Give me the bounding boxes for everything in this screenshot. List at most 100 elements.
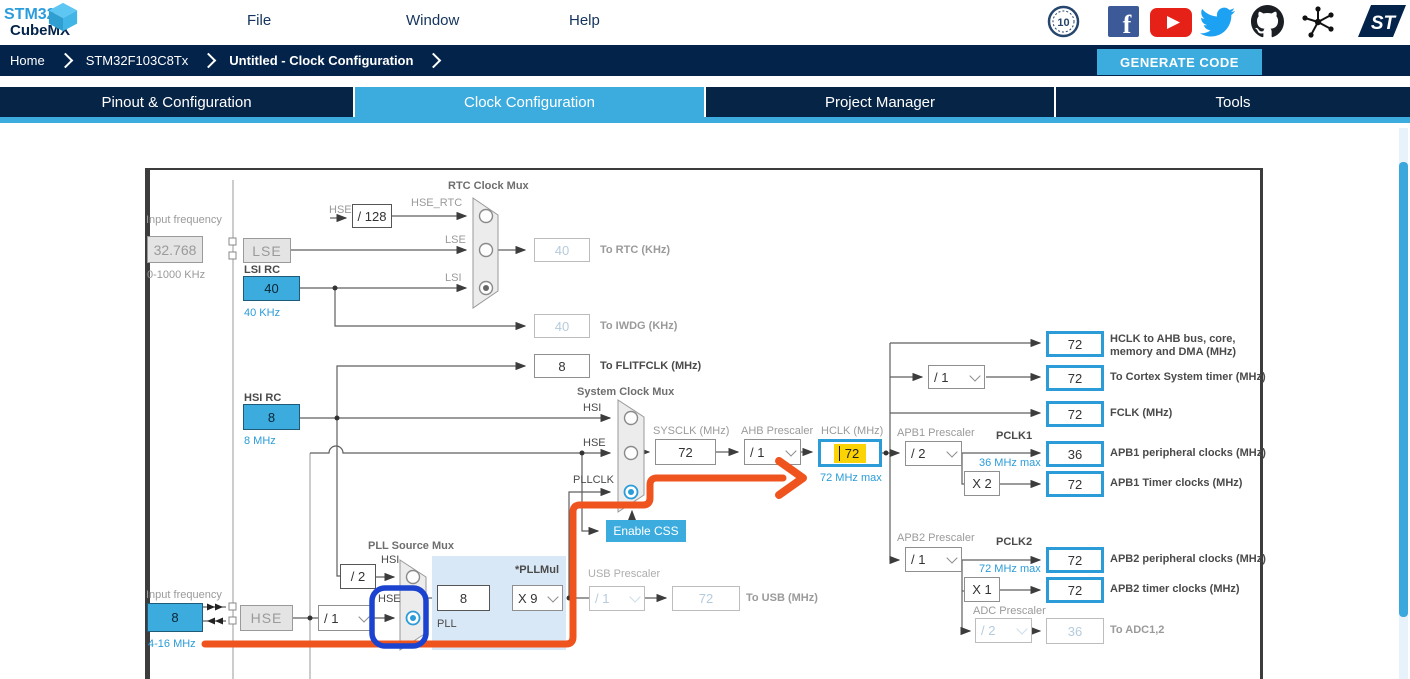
- radio-hse-rtc[interactable]: [478, 208, 494, 224]
- hse-prediv-value: / 1: [324, 610, 339, 626]
- active-tab-underline: [0, 117, 1410, 123]
- menu-window[interactable]: Window: [406, 12, 460, 29]
- apb2-prescaler-value: / 1: [911, 552, 926, 567]
- radio-hse[interactable]: [623, 445, 639, 461]
- enable-css-button[interactable]: Enable CSS: [606, 520, 686, 542]
- st-logo-icon[interactable]: ST: [1356, 2, 1408, 40]
- system-clock-mux: [617, 399, 645, 513]
- lsi-rc-title: LSI RC: [244, 264, 281, 276]
- adc-label: To ADC1,2: [1110, 624, 1165, 636]
- fclk-value-box[interactable]: 72: [1046, 401, 1104, 427]
- sysmux-pllclk-label: PLLCLK: [573, 474, 614, 486]
- apb1-peripheral-label: APB1 peripheral clocks (MHz): [1110, 447, 1266, 459]
- menu-help[interactable]: Help: [569, 12, 600, 29]
- to-rtc-label: To RTC (KHz): [600, 244, 671, 256]
- rtc-clock-mux-title: RTC Clock Mux: [448, 180, 529, 192]
- to-flitfclk-label: To FLITFCLK (MHz): [600, 360, 702, 372]
- cortex-timer-value-box[interactable]: 72: [1046, 365, 1104, 391]
- svg-text:f: f: [1123, 10, 1132, 37]
- rtc-hse-label: HSE: [329, 204, 352, 216]
- apb1-prescaler-dropdown[interactable]: / 2: [905, 441, 962, 466]
- apb2-peripheral-value-box[interactable]: 72: [1046, 547, 1104, 573]
- apb1-timer-value-box[interactable]: 72: [1046, 471, 1104, 497]
- radio-lse[interactable]: [478, 242, 494, 258]
- hclk-label: HCLK (MHz): [821, 425, 884, 437]
- sysclk-value-box[interactable]: 72: [655, 439, 716, 465]
- breadcrumb-mcu[interactable]: STM32F103C8Tx: [85, 53, 189, 68]
- apb1-timer-label: APB1 Timer clocks (MHz): [1110, 477, 1243, 489]
- pclk1-max-label: 36 MHz max: [979, 457, 1041, 469]
- pllmul-dropdown[interactable]: X 9: [512, 585, 563, 611]
- tab-project-manager[interactable]: Project Manager: [706, 87, 1054, 117]
- pclk2-label: PCLK2: [996, 536, 1033, 548]
- menu-file[interactable]: File: [247, 12, 272, 29]
- vertical-scrollbar-thumb[interactable]: [1399, 162, 1408, 617]
- hse-input-frequency-field[interactable]: 8: [147, 603, 203, 632]
- ahb-prescaler-dropdown[interactable]: / 1: [744, 439, 801, 465]
- hclk-ahb-label-1: HCLK to AHB bus, core,: [1110, 333, 1236, 345]
- hsi-rc-title: HSI RC: [244, 392, 282, 404]
- adc-prescaler-label: ADC Prescaler: [973, 605, 1046, 617]
- pclk1-label: PCLK1: [996, 430, 1033, 442]
- hclk-ahb-value-box[interactable]: 72: [1046, 331, 1104, 357]
- sysmux-hse-label: HSE: [583, 437, 606, 449]
- node-graph-icon[interactable]: [1300, 4, 1336, 40]
- lse-osc-box[interactable]: LSE: [243, 238, 291, 263]
- to-iwdg-value-box[interactable]: 40: [534, 314, 590, 338]
- diagram-border-top: [145, 168, 1263, 170]
- adc-prescaler-value: / 2: [981, 623, 996, 638]
- hse-prediv-dropdown[interactable]: / 1: [318, 605, 374, 631]
- diagram-border-right: [1260, 168, 1263, 679]
- generate-code-button[interactable]: GENERATE CODE: [1097, 49, 1262, 75]
- pllmul-value: X 9: [518, 590, 538, 606]
- apb2-timer-mult-box: X 1: [964, 577, 1000, 602]
- ten-years-badge-icon[interactable]: 10: [1047, 5, 1080, 38]
- apb1-peripheral-value-box[interactable]: 36: [1046, 441, 1104, 467]
- hclk-max-label: 72 MHz max: [820, 472, 882, 484]
- hclk-ahb-label-2: memory and DMA (MHz): [1110, 346, 1237, 358]
- cortex-prescaler-dropdown[interactable]: / 1: [928, 365, 985, 389]
- apb1-prescaler-label: APB1 Prescaler: [897, 427, 975, 439]
- lse-range-label: 0-1000 KHz: [147, 269, 206, 281]
- apb2-timer-value-box[interactable]: 72: [1046, 577, 1104, 603]
- adc-prescaler-dropdown[interactable]: / 2: [975, 618, 1032, 643]
- apb2-timer-label: APB2 timer clocks (MHz): [1110, 583, 1240, 595]
- radio-hsi[interactable]: [623, 410, 639, 426]
- hse-osc-box[interactable]: HSE: [240, 605, 293, 631]
- chevron-down-icon: [358, 610, 370, 623]
- hsi-rc-box[interactable]: 8: [243, 404, 300, 430]
- chevron-down-icon: [547, 590, 559, 603]
- to-flitfclk-value-box[interactable]: 8: [534, 354, 590, 378]
- apb2-prescaler-dropdown[interactable]: / 1: [905, 547, 962, 572]
- lsi-rc-box[interactable]: 40: [243, 276, 300, 301]
- tab-pinout-configuration[interactable]: Pinout & Configuration: [0, 87, 353, 117]
- logo-text-stm32: STM32: [4, 6, 56, 23]
- tab-tools[interactable]: Tools: [1056, 87, 1410, 117]
- to-usb-value-box[interactable]: 72: [672, 586, 740, 611]
- fclk-label: FCLK (MHz): [1110, 407, 1173, 419]
- to-rtc-value-box[interactable]: 40: [534, 238, 590, 262]
- sysclk-label: SYSCLK (MHz): [653, 425, 730, 437]
- github-icon[interactable]: [1251, 5, 1284, 38]
- radio-pll-hsi[interactable]: [405, 569, 421, 585]
- hsi-freq-label: 8 MHz: [244, 435, 276, 447]
- lse-input-frequency-field[interactable]: 32.768: [147, 236, 203, 263]
- ahb-prescaler-label: AHB Prescaler: [741, 425, 814, 437]
- apb1-prescaler-value: / 2: [911, 446, 926, 461]
- apb2-peripheral-label: APB2 peripheral clocks (MHz): [1110, 553, 1266, 565]
- facebook-icon[interactable]: f: [1108, 6, 1139, 37]
- rtc-clock-mux: [472, 197, 499, 309]
- twitter-icon[interactable]: [1198, 7, 1238, 38]
- youtube-icon[interactable]: [1150, 8, 1192, 37]
- tab-clock-configuration[interactable]: Clock Configuration: [355, 87, 704, 117]
- adc-value-box[interactable]: 36: [1046, 618, 1104, 644]
- breadcrumb-home[interactable]: Home: [10, 53, 45, 68]
- lse-input-frequency-label: Input frequency: [146, 214, 222, 226]
- system-clock-mux-title: System Clock Mux: [577, 386, 675, 398]
- pll-input-value-box[interactable]: 8: [437, 585, 490, 611]
- usb-prescaler-dropdown[interactable]: / 1: [589, 586, 645, 611]
- chevron-down-icon: [946, 552, 958, 564]
- chevron-right-icon: [57, 52, 73, 69]
- cortex-timer-label: To Cortex System timer (MHz): [1110, 371, 1266, 383]
- hclk-value-input[interactable]: 72: [818, 439, 882, 467]
